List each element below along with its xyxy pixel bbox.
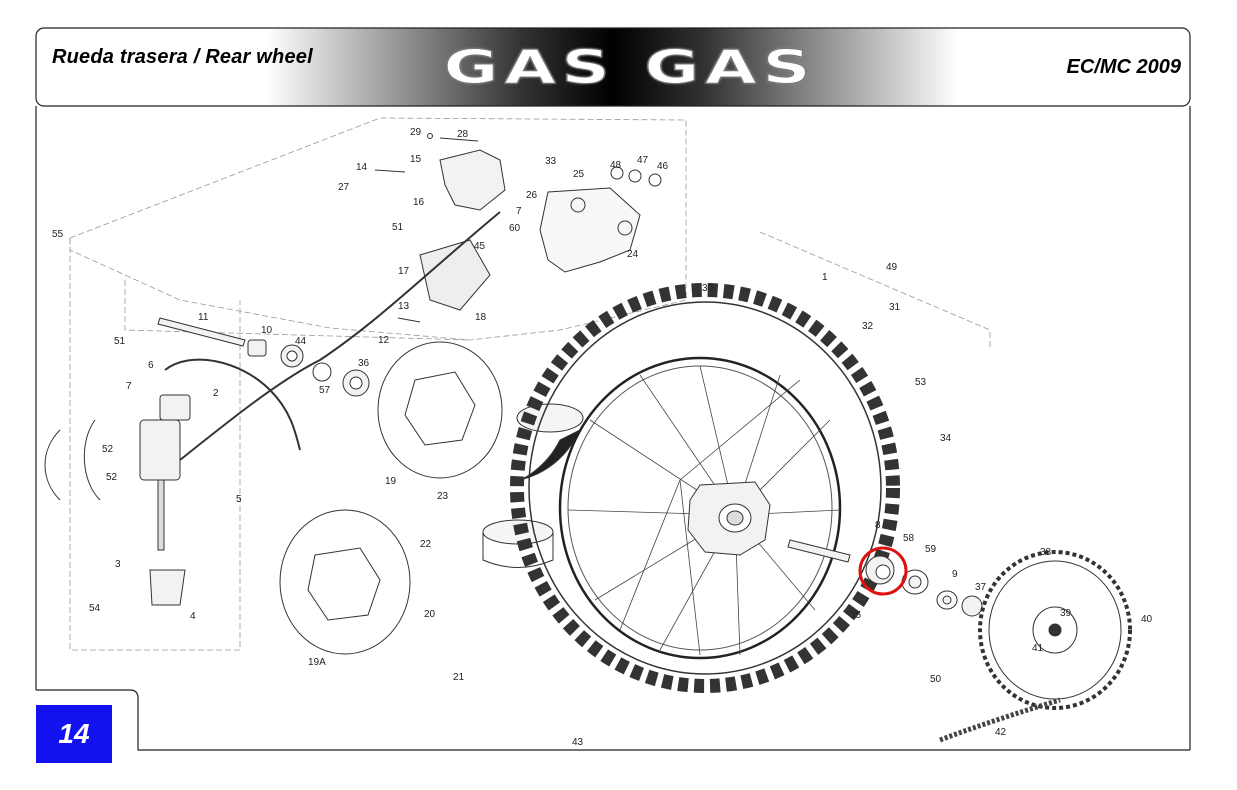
callout: 35	[850, 610, 862, 621]
callout: 19A	[308, 657, 326, 668]
callout: 52	[106, 472, 118, 483]
callout: 10	[261, 325, 273, 336]
callout: 18	[475, 312, 487, 323]
callout: 29	[410, 127, 422, 138]
dashed-group-outlines	[69, 117, 991, 651]
brake-disc-19	[377, 341, 503, 479]
callout: 36	[358, 358, 370, 369]
callout: 32	[862, 321, 874, 332]
callout: 24	[627, 249, 639, 260]
callout: 40	[1141, 614, 1153, 625]
axle-parts	[157, 317, 370, 397]
hub	[687, 481, 771, 556]
callout: 58	[903, 533, 915, 544]
callout: 21	[453, 672, 465, 683]
callout: 26	[526, 190, 538, 201]
callout: 5	[236, 494, 242, 505]
callout: 54	[89, 603, 101, 614]
callout: 30	[702, 283, 714, 294]
callout: 13	[398, 301, 410, 312]
highlight-circle	[858, 546, 908, 596]
callout: 44	[295, 336, 307, 347]
callout: 55	[52, 229, 64, 240]
caliper-assembly	[374, 133, 662, 323]
callout: 45	[474, 241, 486, 252]
rear-tyre	[510, 283, 900, 693]
callout: 33	[545, 156, 557, 167]
callout: 27	[338, 182, 350, 193]
callout: 48	[610, 160, 622, 171]
callout: 37	[975, 582, 987, 593]
callout: 51	[392, 222, 404, 233]
callout: 8	[875, 520, 881, 531]
callout: 9	[952, 569, 958, 580]
callout: 42	[995, 727, 1007, 738]
callout: 52	[102, 444, 114, 455]
callout: 38	[1040, 547, 1052, 558]
callout: 53	[915, 377, 927, 388]
callout: 6	[148, 360, 154, 371]
callout: 15	[410, 154, 422, 165]
callout: 31	[889, 302, 901, 313]
callout: 12	[378, 335, 390, 346]
callout: 60	[509, 223, 521, 234]
callout: 7	[516, 206, 522, 217]
callout: 59	[925, 544, 937, 555]
brake-disc-19A	[279, 509, 411, 655]
callout: 17	[398, 266, 410, 277]
callout: 47	[637, 155, 649, 166]
callout: 1	[822, 272, 828, 283]
callout: 34	[940, 433, 952, 444]
callout: 43	[572, 737, 584, 748]
callout: 11	[198, 312, 209, 323]
right-axle-parts	[787, 539, 983, 617]
callout: 28	[457, 129, 469, 140]
callout: 49	[886, 262, 898, 273]
callout: 22	[420, 539, 432, 550]
callout: 19	[385, 476, 397, 487]
callout: 46	[657, 161, 669, 172]
callout: 50	[930, 674, 942, 685]
page-number-badge: 14	[36, 705, 112, 763]
rim	[558, 356, 842, 660]
chain	[939, 697, 1061, 743]
callout: 3	[115, 559, 121, 570]
callout: 25	[573, 169, 585, 180]
sprocket	[978, 550, 1132, 710]
callout: 57	[319, 385, 331, 396]
part-callouts: 29 28 15 33 25 48 47 46 14 27 16 26 7 60…	[52, 127, 1153, 748]
callout: 14	[356, 162, 368, 173]
callout: 7	[126, 381, 132, 392]
master-cylinder	[44, 394, 191, 606]
header-band	[35, 27, 1191, 107]
callout: 39	[1060, 608, 1072, 619]
callout: 4	[190, 611, 196, 622]
callout: 20	[424, 609, 436, 620]
section-title: Rueda trasera / Rear wheel	[52, 46, 313, 68]
brand-logo: GAS GAS	[443, 40, 817, 95]
callout: 2	[213, 388, 219, 399]
model-title: EC/MC 2009	[1066, 56, 1182, 78]
brake-hose	[179, 211, 501, 461]
callout: 16	[413, 197, 425, 208]
callout: 41	[1032, 643, 1044, 654]
callout: 51	[114, 336, 126, 347]
callout: 23	[437, 491, 449, 502]
